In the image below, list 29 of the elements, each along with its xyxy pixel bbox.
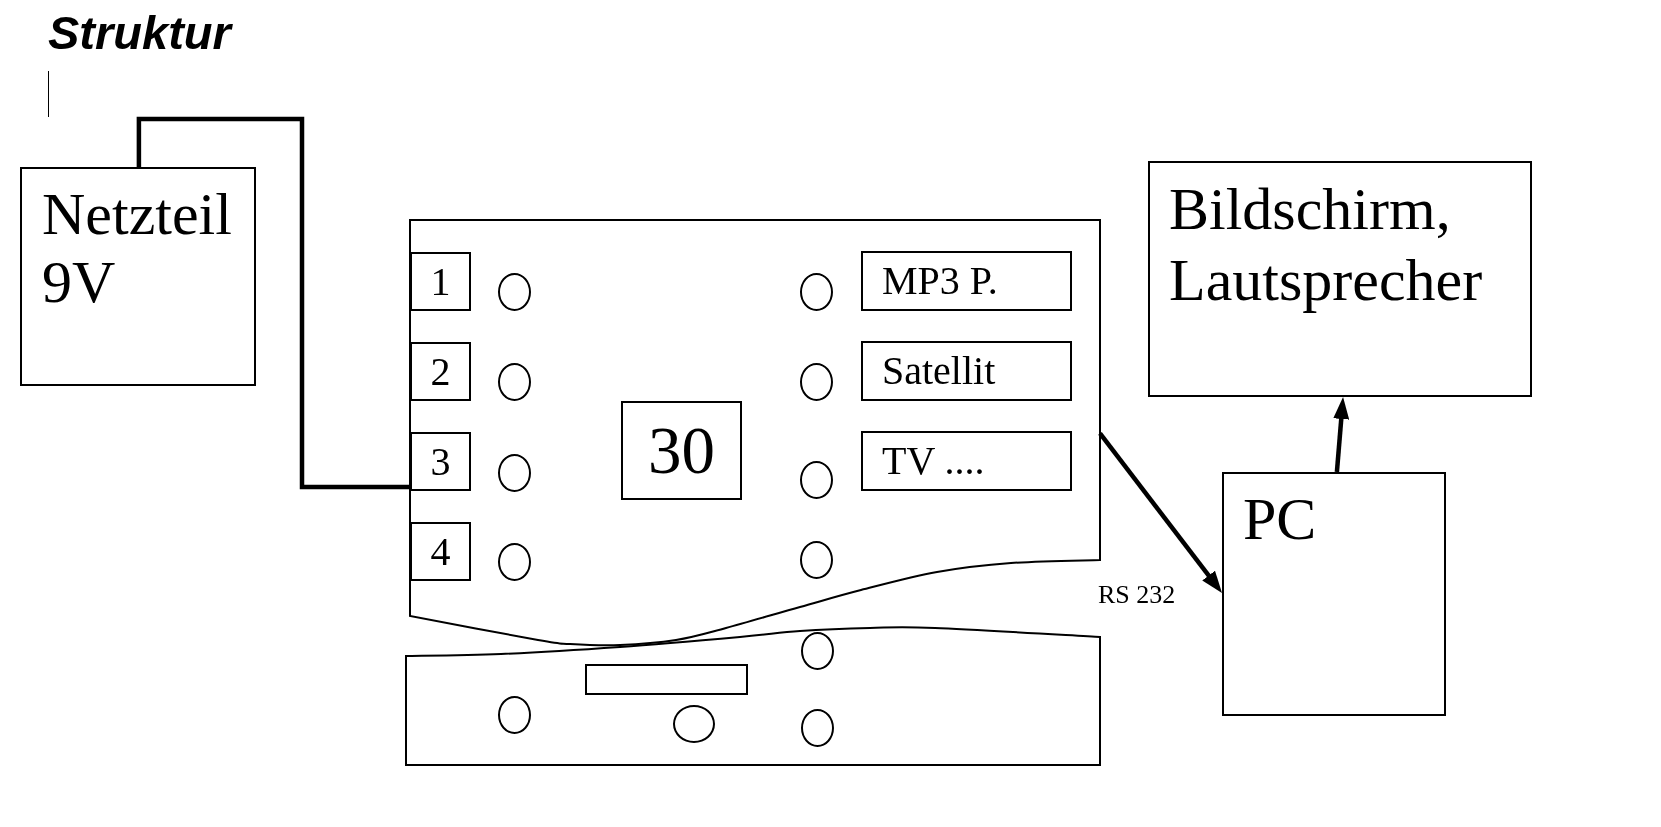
circle-icon: [800, 363, 833, 401]
arrow: [1098, 432, 1222, 594]
diagram-title: Struktur: [48, 9, 231, 56]
power-supply-box: Netzteil 9V: [20, 167, 256, 386]
connector-line: [136, 116, 410, 490]
monitor-speaker-box: Bildschirm, Lautsprecher: [1148, 161, 1532, 397]
channel-number-box: 4: [410, 522, 471, 581]
circle-icon: [673, 705, 715, 743]
arrow: [1333, 397, 1350, 473]
circle-icon: [498, 363, 531, 401]
circle-icon: [801, 632, 834, 670]
circle-icon: [800, 541, 833, 579]
source-label-box: TV ....: [861, 431, 1072, 491]
channel-number-box: 1: [410, 252, 471, 311]
source-label-box: Satellit: [861, 341, 1072, 401]
channel-number-box: 3: [410, 432, 471, 491]
circle-icon: [800, 461, 833, 499]
circle-icon: [801, 709, 834, 747]
display-box: 30: [621, 401, 742, 500]
pc-box: PC: [1222, 472, 1446, 716]
device-lower-panel: [405, 627, 1101, 766]
source-label-box: MP3 P.: [861, 251, 1072, 311]
channel-number-box: 2: [410, 342, 471, 401]
circle-icon: [498, 543, 531, 581]
circle-icon: [498, 696, 531, 734]
label-slot: [585, 664, 748, 695]
circle-icon: [498, 273, 531, 311]
circle-icon: [800, 273, 833, 311]
circle-icon: [498, 454, 531, 492]
